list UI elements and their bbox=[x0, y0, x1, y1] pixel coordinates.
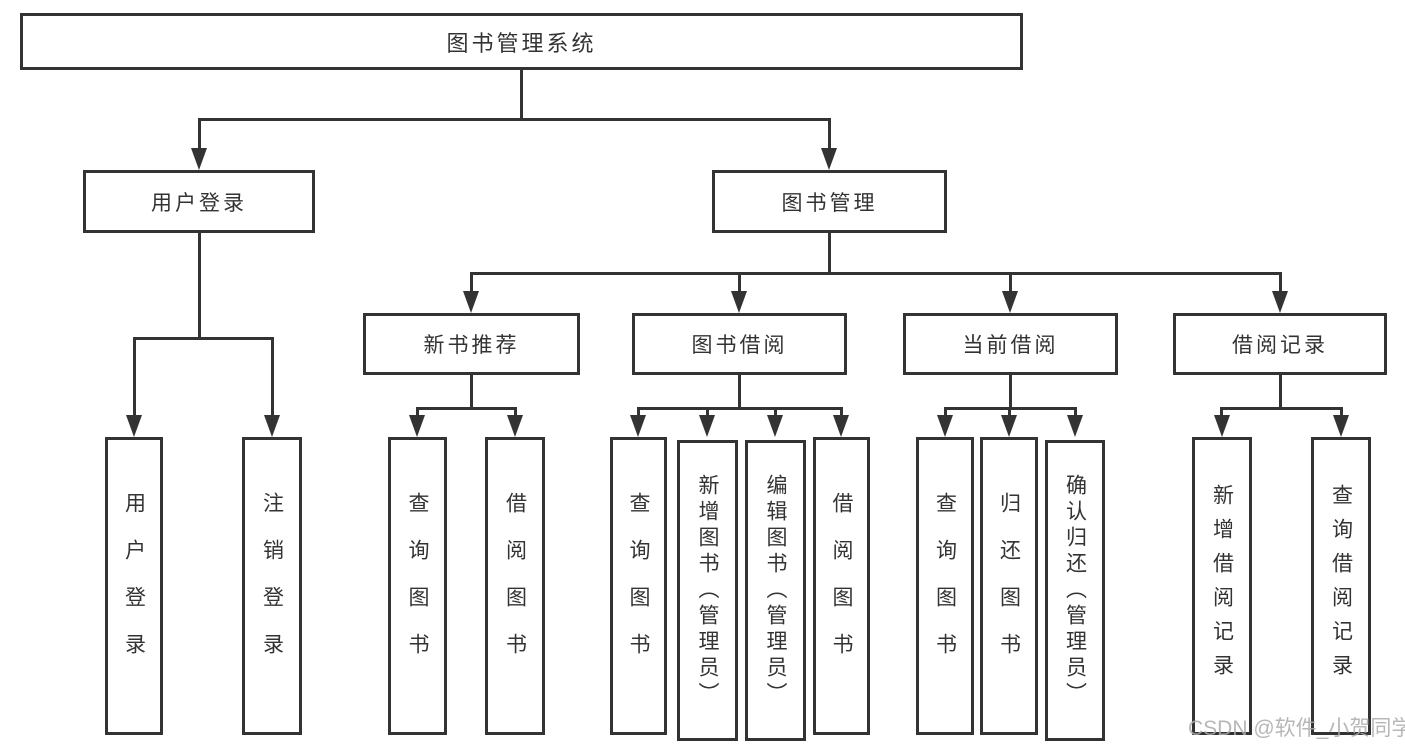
connector-line bbox=[828, 233, 831, 272]
connector-line bbox=[738, 375, 741, 407]
node-label: 图书借阅 bbox=[691, 334, 788, 357]
arrowhead-icon bbox=[409, 415, 425, 437]
node-return-books: 归还图书 bbox=[980, 437, 1038, 735]
node-label: 当前借阅 bbox=[962, 334, 1059, 357]
connector-line bbox=[416, 407, 516, 410]
arrowhead-icon bbox=[1002, 291, 1018, 313]
node-label: 查询图书 bbox=[627, 492, 650, 680]
arrowhead-icon bbox=[463, 291, 479, 313]
node-add-borrow-record: 新增借阅记录 bbox=[1192, 437, 1252, 735]
node-label: 图书管理 bbox=[781, 191, 878, 215]
node-borrow-books: 借阅图书 bbox=[485, 437, 545, 735]
node-confirm-return-admin: 确认归还（管理员） bbox=[1045, 440, 1105, 741]
connector-line bbox=[470, 272, 1281, 275]
connector-line bbox=[774, 407, 777, 417]
node-label: 新增借阅记录 bbox=[1210, 484, 1234, 688]
connector-line bbox=[1008, 407, 1011, 417]
arrowhead-icon bbox=[507, 415, 523, 437]
connector-line bbox=[470, 375, 473, 407]
arrowhead-icon bbox=[126, 415, 142, 437]
node-label: 图书管理系统 bbox=[446, 30, 597, 56]
arrowhead-icon bbox=[630, 415, 646, 437]
connector-line bbox=[416, 407, 419, 417]
node-label: 查询借阅记录 bbox=[1329, 484, 1353, 688]
node-label: 归还图书 bbox=[997, 492, 1021, 680]
arrowhead-icon bbox=[191, 148, 207, 170]
connector-line bbox=[1221, 407, 1342, 410]
arrowhead-icon bbox=[1272, 291, 1288, 313]
arrowhead-icon bbox=[767, 415, 783, 437]
node-label: 借阅图书 bbox=[830, 492, 853, 680]
connector-line bbox=[840, 407, 843, 417]
connector-line bbox=[1220, 407, 1223, 417]
connector-line bbox=[637, 407, 640, 417]
node-label: 查询图书 bbox=[933, 492, 957, 680]
arrowhead-icon bbox=[731, 291, 747, 313]
node-label: 新增图书（管理员） bbox=[696, 473, 719, 708]
connector-line bbox=[944, 407, 947, 417]
node-new-book-recommendation: 新书推荐 bbox=[363, 313, 580, 375]
arrowhead-icon bbox=[699, 415, 715, 437]
connector-line bbox=[198, 118, 831, 121]
node-query-books: 查询图书 bbox=[388, 437, 447, 735]
node-query-books: 查询图书 bbox=[610, 437, 667, 735]
node-label: 用户登录 bbox=[122, 492, 146, 680]
connector-line bbox=[1340, 407, 1343, 417]
connector-line bbox=[1009, 375, 1012, 407]
connector-line bbox=[638, 407, 842, 410]
arrowhead-icon bbox=[264, 415, 280, 437]
node-book-management: 图书管理 bbox=[712, 170, 947, 233]
connector-line bbox=[1074, 407, 1077, 417]
connector-line bbox=[828, 118, 831, 150]
connector-line bbox=[738, 272, 741, 293]
node-label: 确认归还（管理员） bbox=[1063, 473, 1087, 708]
connector-line bbox=[198, 118, 201, 150]
node-label: 借阅图书 bbox=[503, 492, 527, 680]
arrowhead-icon bbox=[833, 415, 849, 437]
arrowhead-icon bbox=[1214, 415, 1230, 437]
connector-line bbox=[133, 337, 136, 417]
node-user-login: 用户登录 bbox=[83, 170, 315, 233]
node-query-books: 查询图书 bbox=[916, 437, 974, 735]
node-library-management-system: 图书管理系统 bbox=[20, 13, 1023, 70]
node-logout: 注销登录 bbox=[242, 437, 302, 735]
arrowhead-icon bbox=[937, 415, 953, 437]
arrowhead-icon bbox=[1067, 415, 1083, 437]
node-edit-books-admin: 编辑图书（管理员） bbox=[745, 440, 806, 741]
node-label: 查询图书 bbox=[406, 492, 429, 680]
connector-line bbox=[706, 407, 709, 417]
connector-line bbox=[520, 70, 523, 118]
node-add-books-admin: 新增图书（管理员） bbox=[677, 440, 738, 741]
connector-line bbox=[133, 337, 274, 340]
arrowhead-icon bbox=[821, 148, 837, 170]
node-borrowing-records: 借阅记录 bbox=[1173, 313, 1387, 375]
node-label: 编辑图书（管理员） bbox=[764, 473, 787, 708]
connector-line bbox=[1009, 272, 1012, 293]
node-book-borrowing: 图书借阅 bbox=[632, 313, 847, 375]
node-label: 借阅记录 bbox=[1232, 334, 1328, 357]
node-label: 用户登录 bbox=[151, 191, 247, 215]
node-label: 注销登录 bbox=[260, 492, 284, 680]
node-query-borrow-record: 查询借阅记录 bbox=[1311, 437, 1371, 735]
connector-line bbox=[1279, 272, 1282, 293]
connector-line bbox=[470, 272, 473, 293]
node-label: 新书推荐 bbox=[423, 334, 520, 357]
connector-line bbox=[1279, 375, 1282, 407]
connector-line bbox=[514, 407, 517, 417]
csdn-watermark: CSDN @软件_小贺同学 bbox=[1188, 717, 1405, 740]
connector-line bbox=[271, 337, 274, 417]
connector-line bbox=[198, 233, 201, 337]
node-user-login-action: 用户登录 bbox=[105, 437, 163, 735]
arrowhead-icon bbox=[1001, 415, 1017, 437]
arrowhead-icon bbox=[1333, 415, 1349, 437]
node-current-borrowing: 当前借阅 bbox=[903, 313, 1118, 375]
node-borrow-books: 借阅图书 bbox=[813, 437, 870, 735]
